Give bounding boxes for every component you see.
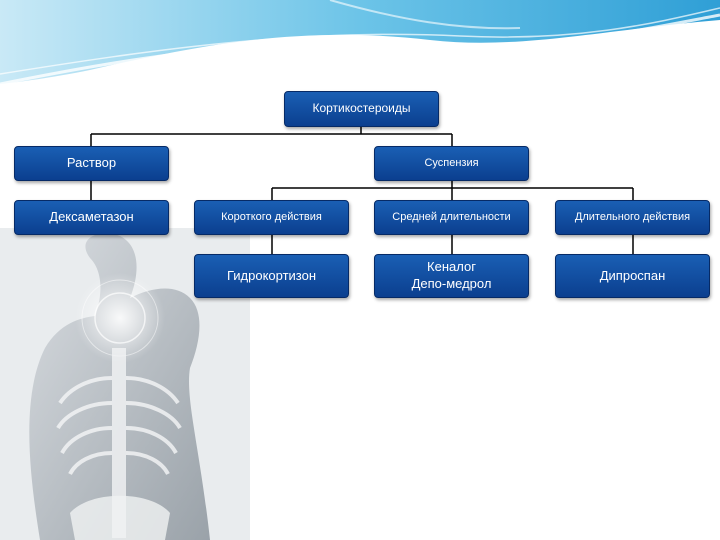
node-long-acting: Длительного действия — [555, 200, 710, 235]
node-hydrocortisone: Гидрокортизон — [194, 254, 349, 298]
node-dexamethasone: Дексаметазон — [14, 200, 169, 235]
node-medium-acting: Средней длительности — [374, 200, 529, 235]
node-kenalog-depo-medrol: Кеналог Депо-медрол — [374, 254, 529, 298]
node-short-acting: Короткого действия — [194, 200, 349, 235]
neck-pain-illustration — [0, 228, 250, 540]
node-corticosteroids: Кортикостероиды — [284, 91, 439, 127]
node-diprospan: Дипроспан — [555, 254, 710, 298]
node-suspension: Суспензия — [374, 146, 529, 181]
node-solution: Раствор — [14, 146, 169, 181]
wave-banner — [0, 0, 720, 86]
